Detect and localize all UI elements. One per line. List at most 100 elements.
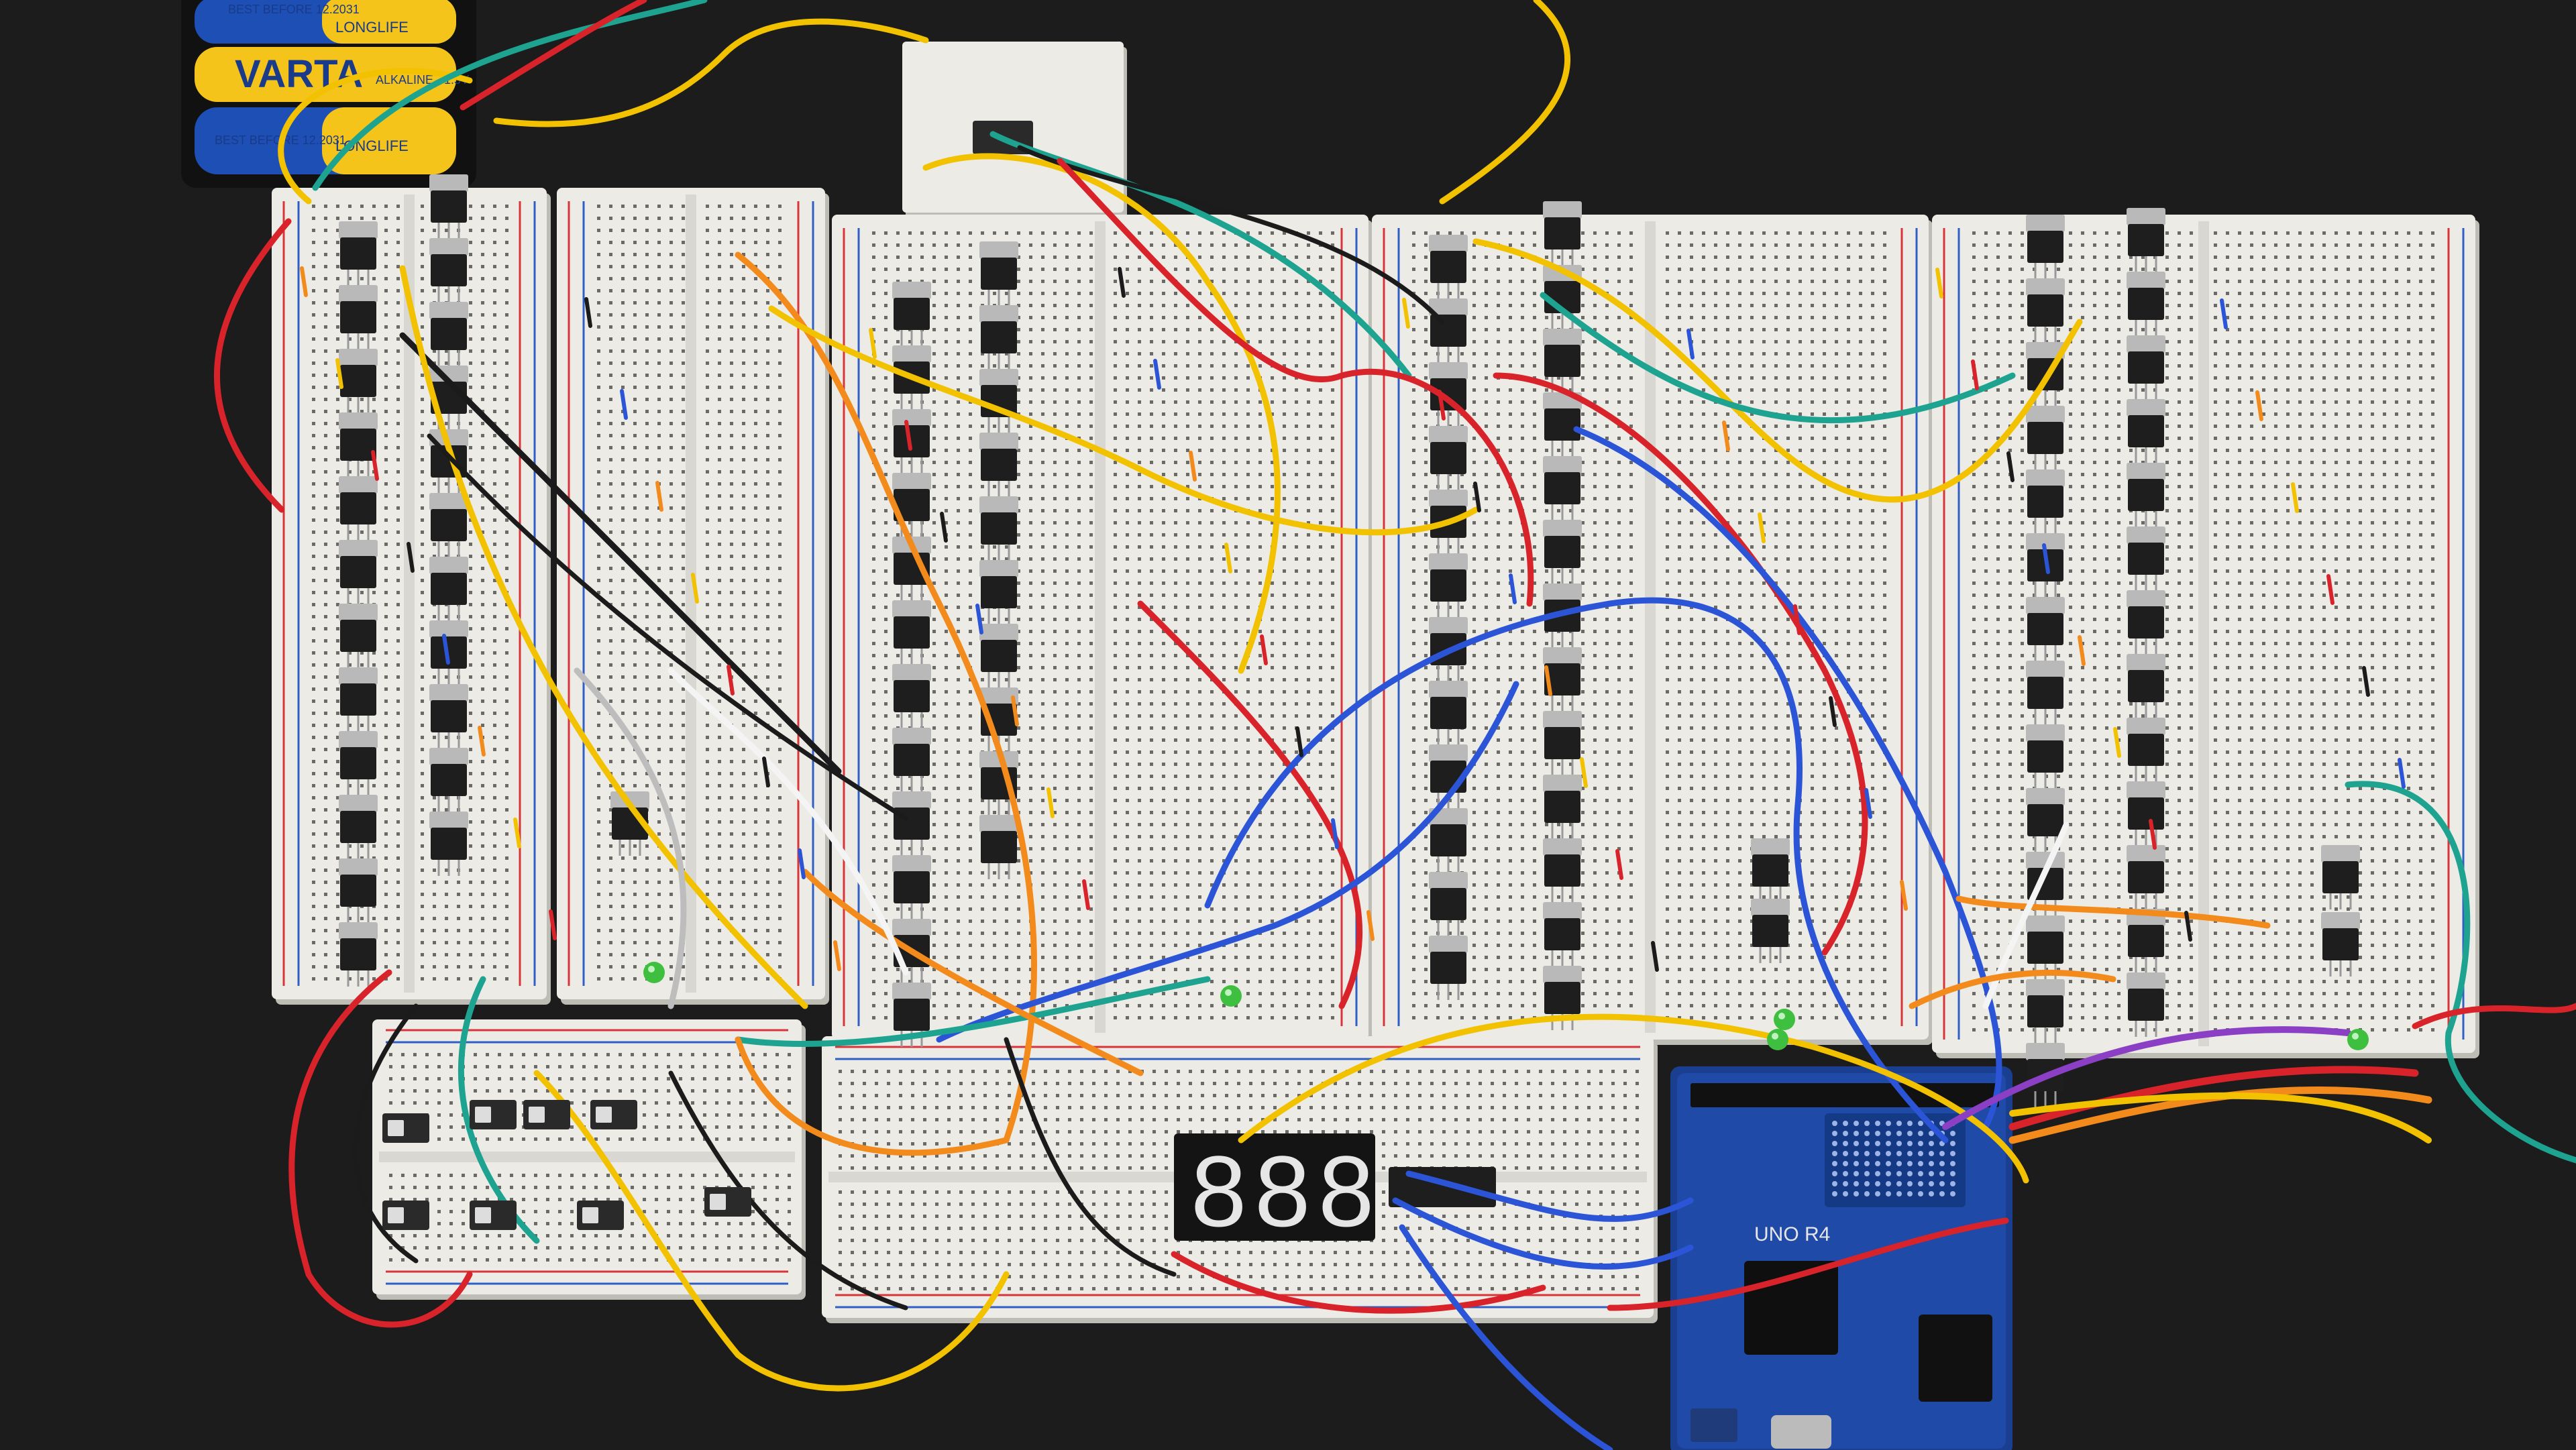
jumper-wire [2008,1066,2419,1131]
jumper-wire [1493,372,1868,956]
battery-1: BEST BEFORE 12.2031 LONGLIFE [195,0,456,44]
ic-chip [1389,1167,1496,1207]
matrix-dot [1843,1161,1848,1166]
transistor [2026,788,2065,852]
jumper-wire [668,1070,908,1310]
slide-switch[interactable] [470,1100,517,1129]
matrix-dot [1918,1121,1923,1126]
jumper-wire [2345,781,2576,1164]
jumper-stub [798,848,806,879]
jumper-wire [735,1036,1010,1156]
jumper-wire [1439,0,1570,205]
matrix-dot [1854,1121,1859,1126]
matrix-dot [1950,1181,1955,1186]
jumper-wire [1472,238,2083,503]
usb-c-icon[interactable] [1771,1415,1831,1449]
matrix-dot [1929,1141,1934,1146]
matrix-dot [1929,1151,1934,1156]
transistor [979,305,1018,370]
jumper-stub [335,358,343,389]
matrix-dot [1832,1131,1837,1136]
led-matrix [1832,1121,1955,1196]
matrix-dot [1864,1131,1870,1136]
jumper-stub [2078,635,2086,666]
matrix-dot [1939,1161,1945,1166]
matrix-dot [1854,1151,1859,1156]
matrix-dot [1896,1171,1902,1176]
jumper-wire [533,1070,1010,1392]
transistor [2026,215,2065,279]
slide-switch[interactable] [523,1100,570,1129]
jumper-wire [574,667,687,1009]
jumper-wire [2412,1003,2576,1029]
slide-switch[interactable] [704,1187,751,1217]
jumper-wire [1004,1037,1177,1277]
matrix-dot [1939,1171,1945,1176]
matrix-dot [1854,1171,1859,1176]
matrix-dot [1875,1181,1880,1186]
transistor [979,560,1018,624]
matrix-dot [1886,1191,1891,1196]
matrix-dot [1907,1171,1913,1176]
transistor [2026,278,2065,343]
transistor [339,349,378,413]
transistor [892,855,931,919]
slide-switch[interactable] [470,1201,517,1230]
center-channel [2198,221,2209,1046]
jumper-wire [735,252,1037,1144]
matrix-dot [1950,1191,1955,1196]
transistor [1543,966,1582,1030]
slide-switch[interactable] [382,1201,429,1230]
jumper-stub [1046,787,1055,818]
green-led [1767,1029,1788,1050]
matrix-dot [1939,1181,1945,1186]
matrix-dot [1875,1151,1880,1156]
transistor [2321,845,2360,909]
matrix-dot [1886,1181,1891,1186]
reset-button[interactable] [1690,1408,1737,1442]
transistor [2026,979,2065,1044]
transistor [339,285,378,349]
jumper-stub [1758,512,1766,543]
jumper-stub [1793,604,1801,635]
slide-switch[interactable] [590,1100,637,1129]
jumper-stub [2255,390,2263,421]
slide-switch[interactable] [577,1201,624,1230]
center-channel [404,194,415,993]
jumper-stub [1331,818,1339,849]
jumper-wire [278,68,473,205]
transistor [1543,647,1582,712]
matrix-dot [1918,1191,1923,1196]
transistor [2127,590,2165,655]
jumper-stub [2398,758,2406,789]
jumper-wire [460,0,647,111]
matrix-dot [1864,1181,1870,1186]
power-jack[interactable] [1919,1315,1992,1402]
slide-switch[interactable] [382,1113,429,1143]
matrix-dot [1875,1131,1880,1136]
transistor [1429,426,1468,490]
jumper-stub [833,940,841,971]
matrix-dot [1907,1151,1913,1156]
transistor [2127,399,2165,463]
seven-segment-digit: 8 [1254,1135,1310,1247]
jumper-wire [1607,1217,2009,1311]
matrix-dot [1875,1171,1880,1176]
jumper-stub [1082,879,1090,910]
jumper-wire [1942,1026,2351,1130]
jumper-stub [1118,267,1126,298]
matrix-dot [1843,1141,1848,1146]
matrix-dot [1832,1151,1837,1156]
jumper-wire [353,1003,419,1264]
jumper-stub [762,757,770,787]
transistor [429,493,468,557]
board-label: UNO R4 [1754,1223,1830,1245]
transistor [1543,838,1582,903]
battery-1-note: BEST BEFORE 12.2031 [228,3,360,16]
jumper-stub [1935,268,1943,298]
matrix-dot [1864,1171,1870,1176]
transistor [339,540,378,604]
transistor [2127,781,2165,846]
jumper-wire [802,869,1144,1076]
jumper-stub [1900,880,1908,911]
